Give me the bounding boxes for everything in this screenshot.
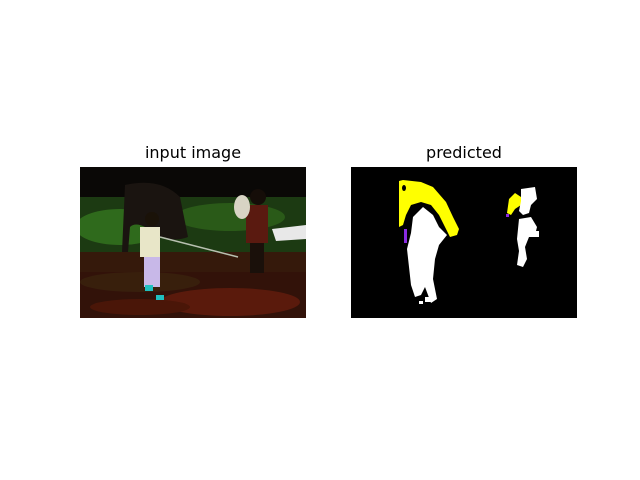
mask-region-yellow bbox=[399, 180, 459, 237]
mask-hole bbox=[402, 185, 406, 191]
child-shirt bbox=[140, 227, 160, 257]
mask-region-purple bbox=[404, 229, 407, 243]
mask-background bbox=[351, 167, 577, 318]
predicted-title: predicted bbox=[426, 143, 502, 162]
person-body bbox=[246, 205, 268, 243]
dirt-patch bbox=[90, 299, 190, 315]
mask-region-white bbox=[529, 231, 539, 237]
white-object bbox=[272, 225, 306, 241]
segmentation-mask bbox=[351, 167, 577, 318]
mask-region-white bbox=[407, 207, 447, 303]
child-head bbox=[145, 212, 159, 226]
child-shoe bbox=[156, 295, 164, 300]
mask-region-white bbox=[519, 187, 537, 215]
predicted-mask bbox=[351, 167, 577, 318]
mask-region-white bbox=[419, 301, 423, 304]
mask-region-yellow bbox=[507, 193, 521, 215]
goat bbox=[234, 195, 250, 219]
stick bbox=[159, 236, 239, 258]
person-head bbox=[250, 189, 266, 205]
input-photo bbox=[80, 167, 306, 318]
child-pants bbox=[144, 257, 160, 287]
input-image bbox=[80, 167, 306, 318]
mask-region-white bbox=[425, 297, 431, 302]
mask-region-purple bbox=[506, 214, 509, 217]
mask-region-white bbox=[517, 217, 537, 267]
grass-patch bbox=[175, 203, 285, 231]
child-shoe bbox=[145, 285, 153, 291]
input-image-title: input image bbox=[144, 143, 242, 162]
person-legs bbox=[250, 243, 264, 273]
dirt-patch bbox=[160, 288, 300, 316]
